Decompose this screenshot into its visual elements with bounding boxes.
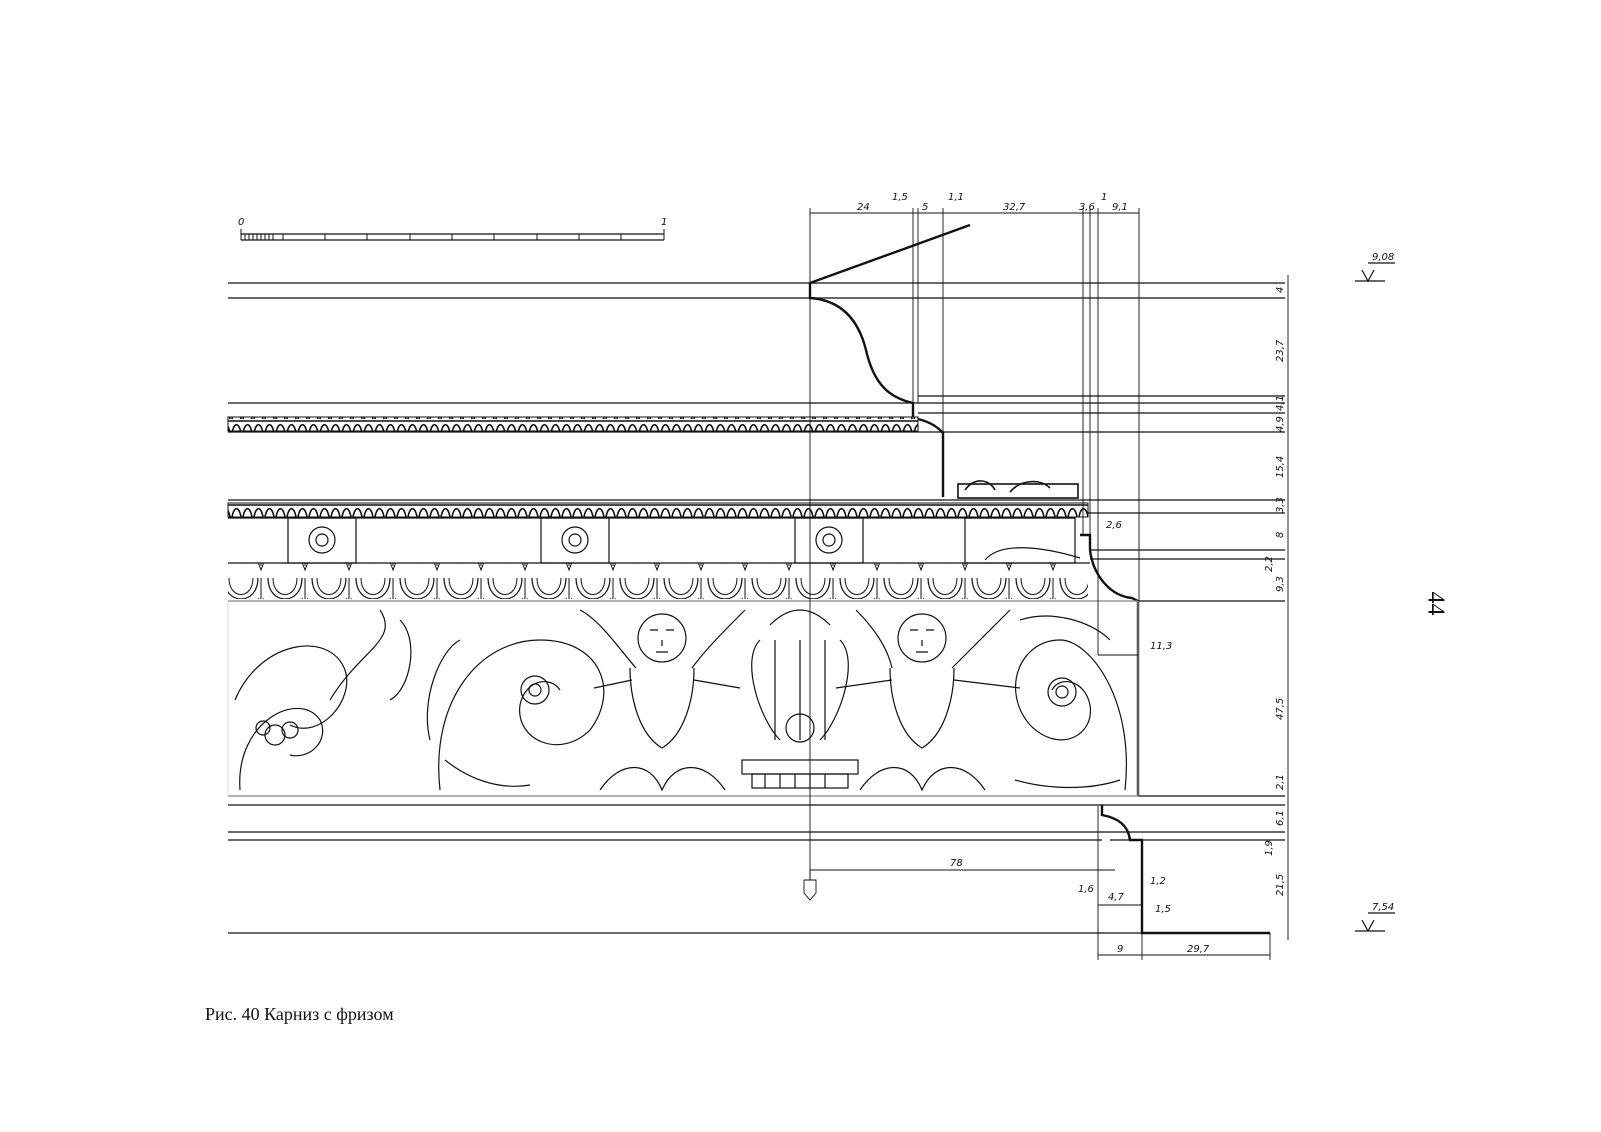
dim-inner-label: 1,5 — [1155, 904, 1171, 915]
dim-inner-label: 1,2 — [1150, 876, 1166, 887]
dimension-lines — [803, 208, 1289, 960]
dim-inner-label: 11,3 — [1150, 641, 1172, 652]
scale-bar: 0 1 — [238, 217, 667, 241]
dim-right-label: 8 — [1275, 532, 1286, 538]
ornament-block — [957, 480, 1079, 499]
dim-right-label: 21,5 — [1275, 874, 1286, 896]
frieze-relief — [227, 600, 1139, 797]
dim-top-label: 1,5 — [892, 192, 908, 203]
cornice-lines — [228, 282, 1285, 934]
dim-right-label: 9,3 — [1275, 576, 1286, 592]
dim-right-label: 3,3 — [1275, 497, 1286, 513]
egg-and-dart-band — [228, 563, 1088, 599]
dim-inner-label: 4,7 — [1108, 892, 1125, 903]
dim-right-label: 4,9 — [1275, 416, 1286, 432]
dim-top-label: 3,6 — [1079, 202, 1095, 213]
dim-right-label: 4,1 — [1275, 395, 1286, 411]
dim-right-label: 2,1 — [1275, 774, 1286, 790]
dim-bottom-label: 29,7 — [1187, 944, 1210, 955]
inner-dimensions: 2,6 11,3 78 1,6 4,7 1,2 1,5 — [950, 520, 1172, 915]
level-marks — [1355, 262, 1395, 933]
top-dimensions: 24 1,5 5 1,1 32,7 3,6 1 9,1 — [857, 192, 1128, 213]
level-top-label: 9,08 — [1372, 252, 1394, 263]
dim-top-label: 1,1 — [948, 192, 964, 203]
dim-right-label: 1,9 — [1264, 840, 1275, 856]
dim-right-label: 47,5 — [1275, 698, 1286, 720]
scale-end-label: 1 — [661, 217, 667, 228]
level-bottom-label: 7,54 — [1372, 902, 1394, 913]
dim-right-label: 2,2 — [1264, 556, 1275, 572]
dim-top-label: 1 — [1101, 192, 1107, 203]
dim-right-label: 23,7 — [1275, 339, 1286, 362]
page-number: 44 — [1422, 591, 1449, 616]
dim-inner-label: 1,6 — [1078, 884, 1094, 895]
dim-inner-label: 2,6 — [1106, 520, 1122, 531]
dim-top-label: 5 — [922, 202, 928, 213]
dim-top-label: 9,1 — [1112, 202, 1128, 213]
figure-caption: Рис. 40 Карниз с фризом — [205, 1004, 394, 1024]
bottom-dimensions: 9 29,7 — [1117, 944, 1210, 955]
dim-right-label: 4 — [1275, 287, 1286, 293]
dim-right-label: 6,1 — [1275, 810, 1286, 826]
dim-bottom-label: 9 — [1117, 944, 1123, 955]
dim-inner-label: 78 — [950, 858, 963, 869]
dim-right-label: 15,4 — [1275, 456, 1286, 478]
dim-top-label: 32,7 — [1003, 202, 1026, 213]
lower-leaf-moulding — [227, 502, 1089, 518]
scale-start-label: 0 — [238, 217, 244, 228]
rosette-panels — [287, 517, 1081, 564]
right-dimensions: 4 23,7 4,1 4,9 15,4 3,3 8 2,2 9,3 47,5 2… — [1264, 287, 1286, 896]
dim-top-label: 24 — [857, 202, 870, 213]
upper-leaf-moulding — [227, 416, 919, 432]
